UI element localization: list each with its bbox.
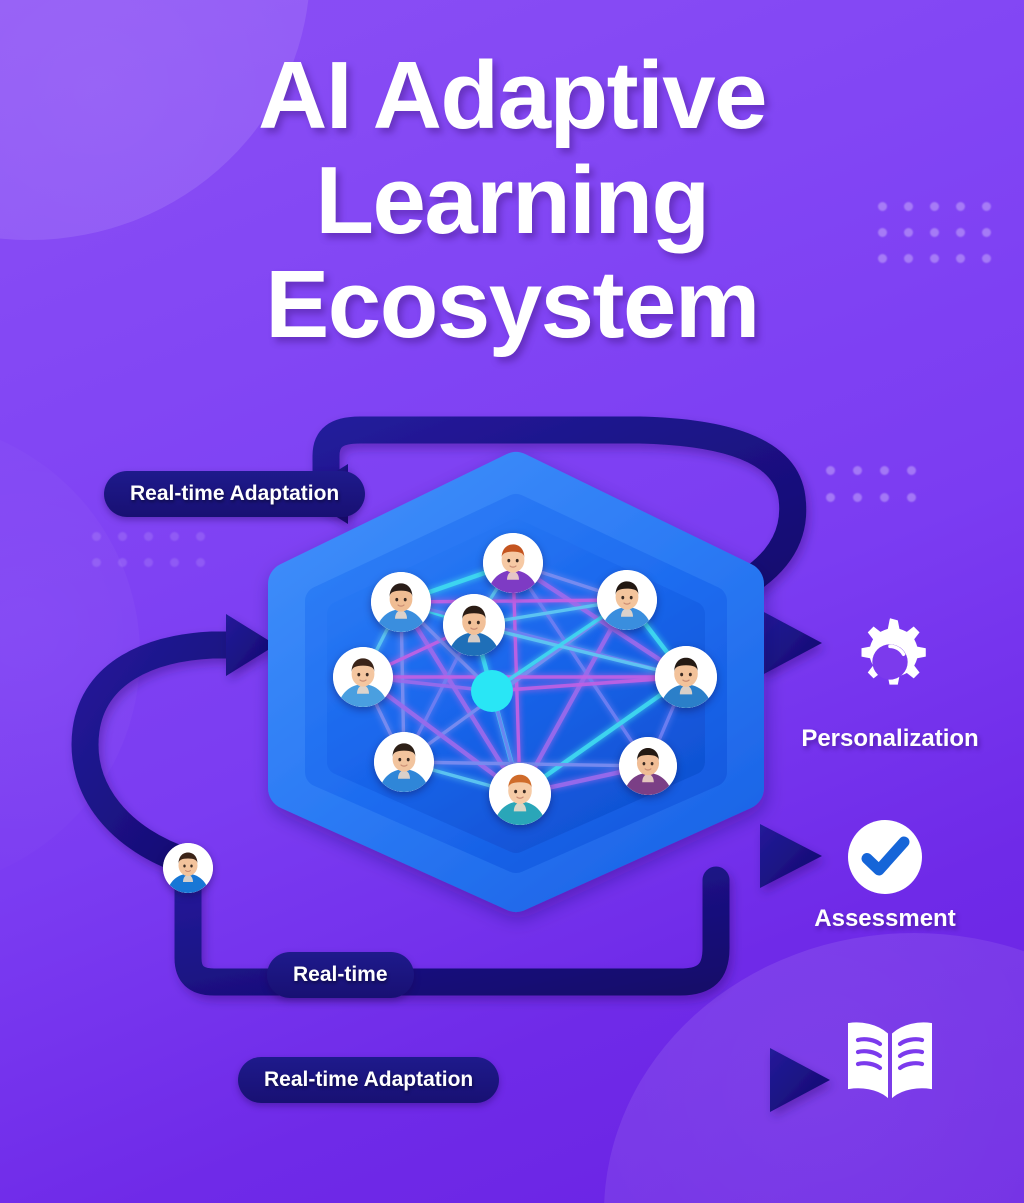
gear-icon — [838, 612, 942, 716]
network-edge — [399, 598, 629, 604]
learner-avatar[interactable] — [333, 647, 393, 707]
outcome-content[interactable] — [780, 1018, 1000, 1115]
learner-avatar[interactable] — [489, 763, 551, 825]
learner-avatar[interactable] — [374, 732, 434, 792]
outcome-personalization-label: Personalization — [801, 725, 979, 752]
title-line-2: Learning — [315, 146, 710, 254]
arrowhead-input-left — [226, 614, 276, 676]
network-edge-spoke — [490, 675, 688, 693]
arrowhead-content — [770, 1048, 830, 1112]
arrowhead-assessment — [760, 824, 822, 888]
check-circle-icon — [846, 818, 924, 896]
center-hub-node — [471, 670, 513, 712]
learner-avatar[interactable] — [371, 572, 431, 632]
outcome-personalization[interactable]: Personalization — [780, 612, 1000, 753]
network-edge — [517, 674, 689, 797]
label-pill-real-time-adaptation-bottom[interactable]: Real-time Adaptation — [238, 1057, 500, 1103]
learner-avatar-junction[interactable] — [163, 843, 213, 893]
label-pill-real-time-adaptation-top[interactable]: Real-time Adaptation — [104, 471, 366, 517]
learner-avatar[interactable] — [443, 594, 505, 656]
learner-avatar[interactable] — [619, 737, 677, 795]
arrow-path-input-left — [71, 631, 252, 876]
network-edge — [517, 597, 630, 797]
network-edge — [360, 674, 523, 797]
arrowhead-personalization — [762, 611, 822, 675]
arrow-path-assessment — [174, 866, 730, 996]
learner-avatar[interactable] — [483, 533, 543, 593]
title-line-1: AI Adaptive — [257, 42, 768, 149]
outcome-assessment[interactable]: Assessment — [775, 818, 995, 933]
page-title: AI Adaptive Learning Ecosystem — [0, 42, 1024, 359]
title-line-3: Ecosystem — [265, 251, 760, 359]
open-book-icon — [837, 1018, 943, 1106]
label-pill-real-time[interactable]: Real-time — [267, 952, 414, 998]
learner-avatar[interactable] — [655, 646, 717, 708]
network-edge — [472, 623, 688, 679]
network-edge — [511, 561, 650, 768]
outcome-assessment-label: Assessment — [814, 905, 956, 932]
learner-avatar[interactable] — [597, 570, 657, 630]
